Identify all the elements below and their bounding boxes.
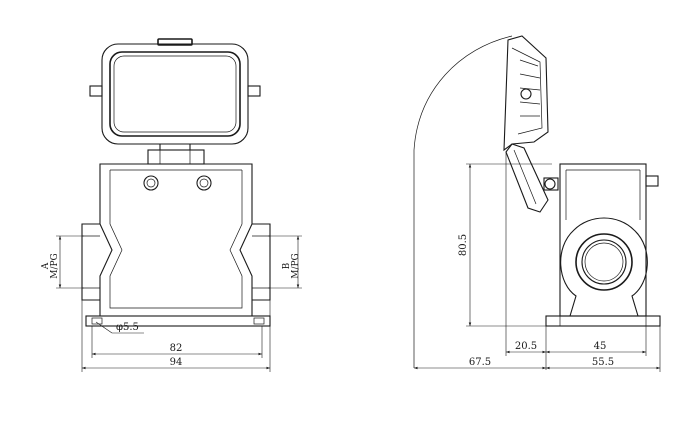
front-view: A M/PG B M/PG φ5.5 82 94 (41, 38, 302, 372)
dim-80-5 (466, 163, 552, 327)
front-lid (89, 38, 261, 165)
dim-height: 80.5 (458, 234, 469, 256)
dim-20-5-45 (505, 152, 647, 370)
label-b-thread: M/PG (291, 253, 301, 279)
side-view: 80.5 20.5 45 67.5 55.5 (413, 35, 661, 372)
label-a-thread: M/PG (50, 253, 60, 279)
dim-67-5-55-5 (414, 326, 661, 372)
label-b-letter: B (282, 262, 292, 269)
dim-94 (81, 300, 271, 372)
front-entry-dims (56, 235, 302, 289)
label-a-letter: A (41, 262, 51, 270)
side-housing (545, 163, 661, 327)
dim-inner-width: 82 (170, 343, 183, 354)
dim-left-total: 67.5 (469, 357, 491, 368)
hole-leader (95, 321, 144, 334)
side-lid (503, 35, 559, 213)
lid-swing-arc (413, 35, 513, 368)
hole-diameter-label: φ5.5 (116, 322, 139, 333)
dim-82 (91, 326, 263, 358)
front-housing (81, 163, 271, 327)
dim-base-width: 45 (594, 341, 607, 352)
dim-overall-width: 94 (170, 357, 183, 368)
dim-right-total: 55.5 (592, 357, 614, 368)
dim-hinge-offset: 20.5 (515, 341, 537, 352)
